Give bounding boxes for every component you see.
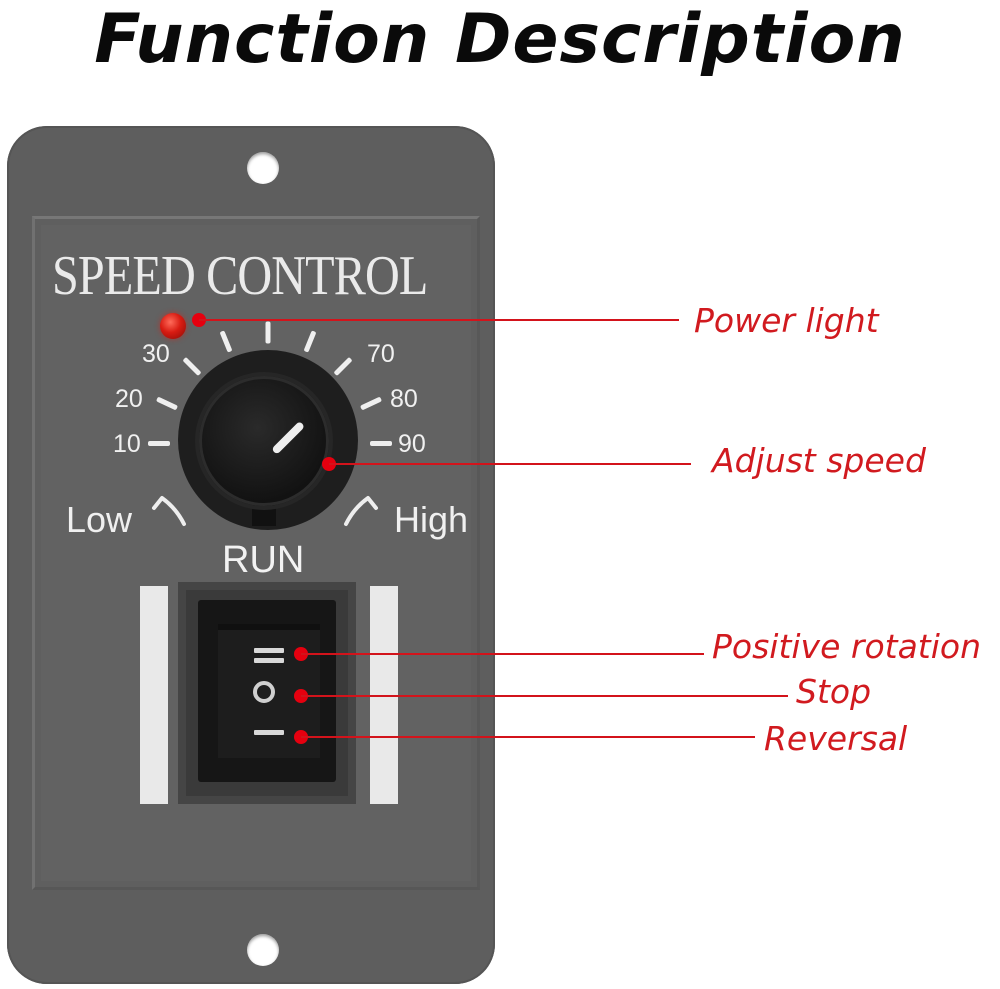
scale-tick bbox=[265, 321, 271, 344]
scale-label-70: 70 bbox=[367, 340, 395, 368]
high-arrow-icon bbox=[344, 496, 378, 526]
callout-adjust-speed: Adjust speed bbox=[712, 441, 926, 480]
callout-stop: Stop bbox=[796, 672, 872, 711]
top-mounting-hole bbox=[247, 152, 279, 184]
callout-reversal: Reversal bbox=[764, 719, 908, 758]
callout-leader-forward bbox=[301, 653, 704, 655]
knob-base bbox=[252, 502, 276, 526]
stop-symbol-icon bbox=[253, 681, 275, 703]
scale-label-10: 10 bbox=[113, 430, 141, 458]
scale-label-30: 30 bbox=[142, 340, 170, 368]
scale-tick bbox=[370, 441, 392, 446]
reverse-symbol-icon bbox=[254, 730, 284, 735]
device-label: SPEED CONTROL bbox=[52, 245, 428, 307]
scale-tick bbox=[148, 441, 170, 446]
speed-controller-plate bbox=[7, 126, 495, 984]
forward-symbol-icon bbox=[254, 658, 284, 663]
scale-label-90: 90 bbox=[398, 430, 426, 458]
run-label: RUN bbox=[222, 539, 305, 581]
forward-symbol-icon bbox=[254, 648, 284, 653]
speed-knob[interactable] bbox=[199, 376, 329, 506]
low-arrow-icon bbox=[152, 496, 186, 526]
page-title: Function Description bbox=[94, 0, 906, 79]
left-indicator-strip bbox=[140, 586, 168, 804]
low-label: Low bbox=[66, 499, 133, 540]
high-label: High bbox=[394, 499, 469, 540]
callout-leader-power bbox=[199, 319, 679, 321]
callout-leader-stop bbox=[301, 695, 788, 697]
power-led-icon bbox=[160, 313, 186, 339]
bottom-mounting-hole bbox=[247, 934, 279, 966]
callout-leader-speed bbox=[329, 463, 691, 465]
scale-label-80: 80 bbox=[390, 385, 418, 413]
scale-label-20: 20 bbox=[115, 385, 143, 413]
callout-positive-rotation: Positive rotation bbox=[712, 627, 982, 666]
callout-power-light: Power light bbox=[694, 301, 879, 340]
callout-leader-reversal bbox=[301, 736, 755, 738]
